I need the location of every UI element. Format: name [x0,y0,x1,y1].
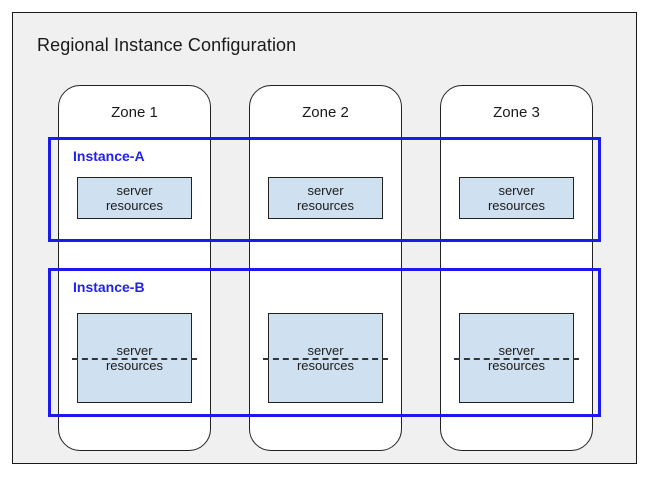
instance-label-a: Instance-A [73,148,145,164]
server-resources-line2: resources [487,358,546,373]
server-resources-a-zone-3[interactable]: server resources [459,177,574,219]
server-resources-a-zone-2[interactable]: server resources [268,177,383,219]
server-resources-line2: resources [487,198,546,213]
instance-band-b[interactable]: Instance-B [48,268,601,417]
dashed-divider-icon [454,358,579,360]
server-resources-line2: resources [296,358,355,373]
server-resources-b-zone-1[interactable]: server resources [72,313,197,403]
server-resources-line1: server [498,343,535,358]
server-resources-line1: server [307,343,344,358]
server-resources-line2: resources [105,198,164,213]
server-resources-line2: resources [296,198,355,213]
zone-label-3: Zone 3 [493,104,540,121]
region-panel: Regional Instance Configuration Zone 1 Z… [12,12,637,464]
server-resources-line1: server [116,183,153,198]
server-resources-line1: server [498,183,535,198]
server-resources-b-zone-2[interactable]: server resources [263,313,388,403]
instance-label-b: Instance-B [73,279,145,295]
zone-label-2: Zone 2 [302,104,349,121]
server-resources-line2: resources [105,358,164,373]
server-resources-b-zone-3[interactable]: server resources [454,313,579,403]
instance-band-a[interactable]: Instance-A [48,137,601,242]
server-resources-line1: server [116,343,153,358]
server-resources-line1: server [307,183,344,198]
dashed-divider-icon [72,358,197,360]
server-resources-a-zone-1[interactable]: server resources [77,177,192,219]
dashed-divider-icon [263,358,388,360]
page-title: Regional Instance Configuration [37,35,297,55]
zone-label-1: Zone 1 [111,104,158,121]
